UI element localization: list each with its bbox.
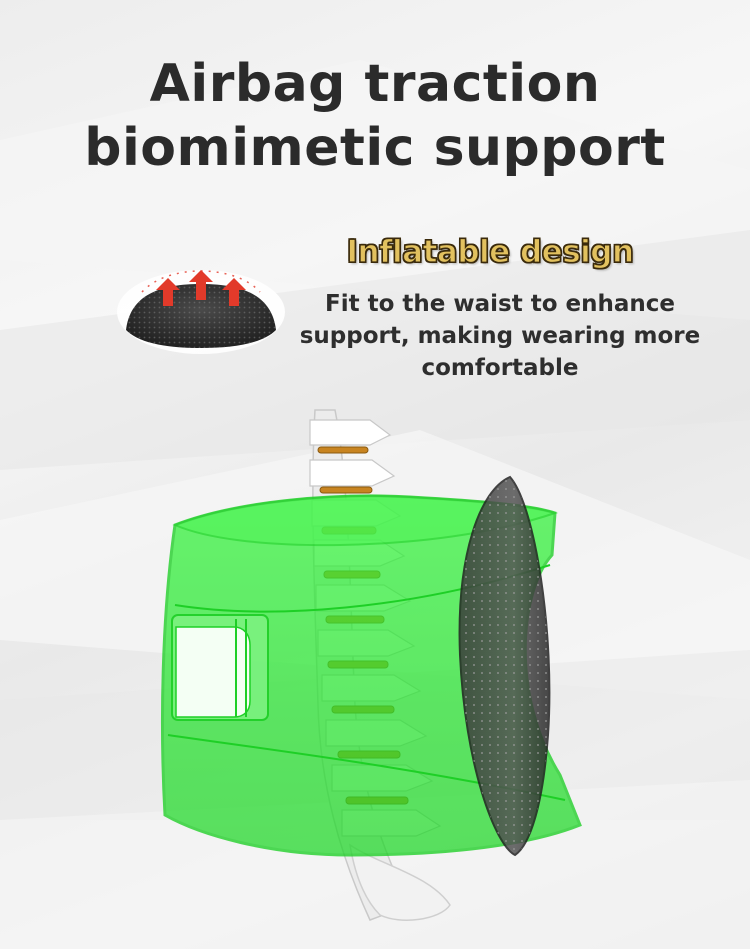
headline-line-1: Airbag traction xyxy=(149,54,601,114)
belt-spine-illustration xyxy=(160,409,582,921)
airbag-panel xyxy=(458,475,551,857)
velcro-panel xyxy=(171,614,269,721)
airbag-cushion-icon xyxy=(117,270,285,354)
headline: Airbag traction biomimetic support xyxy=(0,52,750,180)
up-arrow-icon xyxy=(156,270,246,306)
feature-title: Inflatable design xyxy=(346,233,635,270)
headline-line-2: biomimetic support xyxy=(84,118,666,178)
feature-description: Fit to the waist to enhance support, mak… xyxy=(299,291,701,381)
